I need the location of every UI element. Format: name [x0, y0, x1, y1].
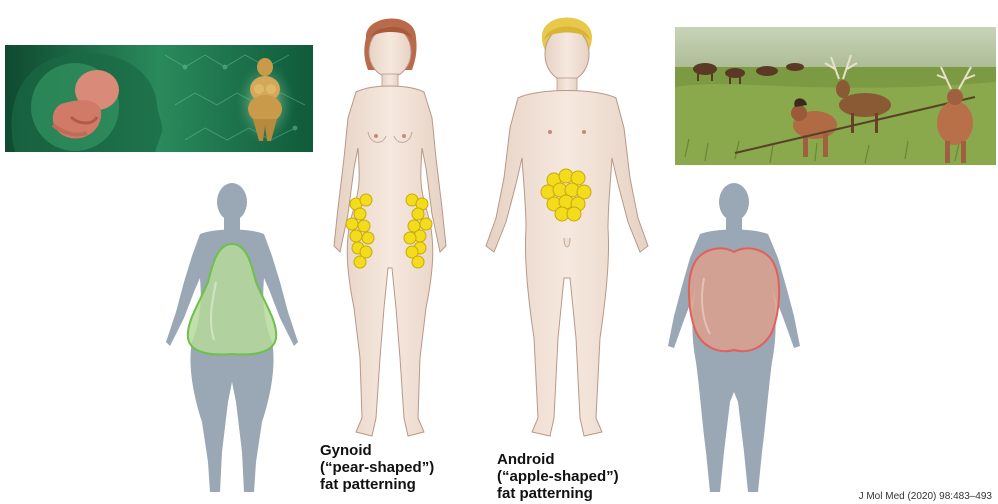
gynoid-caption: Gynoid (“pear-shaped”) fat patterning — [320, 442, 434, 493]
gynoid-caption-line2: (“pear-shaped”) — [320, 459, 434, 476]
android-caption-line1: Android — [497, 451, 619, 468]
female-silhouette-pear — [160, 182, 305, 500]
android-caption-line2: (“apple-shaped”) — [497, 468, 619, 485]
android-figure — [478, 8, 656, 448]
apple-fat-region — [689, 248, 779, 351]
gynoid-caption-line3: fat patterning — [320, 476, 434, 493]
gynoid-caption-line1: Gynoid — [320, 442, 434, 459]
android-caption-line3: fat patterning — [497, 485, 619, 502]
gynoid-figure — [316, 8, 464, 448]
citation: J Mol Med (2020) 98:483–493 — [859, 491, 992, 502]
fetus-venus-image — [5, 45, 313, 152]
female-silhouette-apple — [664, 182, 804, 500]
android-caption: Android (“apple-shaped”) fat patterning — [497, 451, 619, 502]
hunting-scene-image — [675, 27, 996, 165]
